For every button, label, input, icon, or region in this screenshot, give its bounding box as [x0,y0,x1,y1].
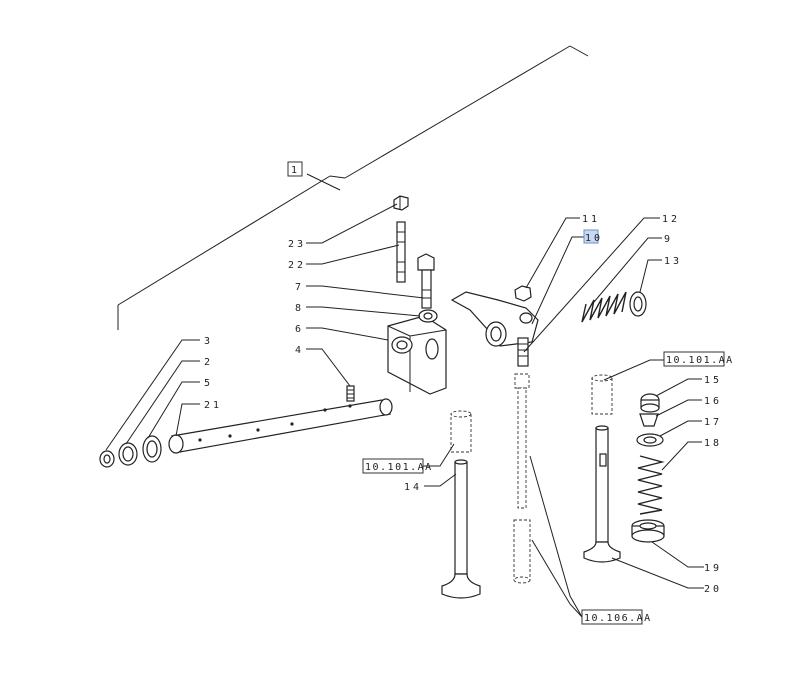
valve-spring-18[interactable] [637,455,665,515]
callout-15[interactable]: 15 [704,375,722,386]
snap-ring-2[interactable] [118,442,138,466]
callout-9[interactable]: 9 [664,234,673,245]
ref-bottom-label: 10.106.AA [584,613,652,624]
callout-18[interactable]: 18 [704,438,722,449]
group-leader-lines [117,45,589,330]
rocker-arm[interactable] [450,291,539,347]
washer-5[interactable] [142,435,162,463]
callout-17[interactable]: 17 [704,417,722,428]
callout-14[interactable]: 14 [404,482,422,493]
valve-guide-right[interactable] [591,374,613,415]
rocker-shaft[interactable] [168,398,393,454]
ref-box-bottom[interactable]: 10.106.AA [581,609,652,625]
valve-20[interactable] [583,425,621,563]
callout-13[interactable]: 13 [664,256,682,267]
callout-labels: 23 22 7 8 6 4 3 2 5 21 11 10 12 9 13 15 … [204,214,722,595]
ring-3[interactable] [99,450,115,468]
callout-12[interactable]: 12 [662,214,680,225]
callout-7[interactable]: 7 [295,282,304,293]
rocker-support-6[interactable] [387,315,447,395]
callout-5[interactable]: 5 [204,378,213,389]
callout-20[interactable]: 20 [704,584,722,595]
collet-16[interactable] [639,413,659,427]
callout-leader-lines [105,203,704,618]
valve-guide-left[interactable] [450,410,472,453]
nut-23[interactable] [393,195,409,211]
stud-22[interactable] [396,221,406,283]
callout-3[interactable]: 3 [204,336,213,347]
valve-14[interactable] [441,459,481,599]
callout-23[interactable]: 23 [288,239,306,250]
ref-box-right[interactable]: 10.101.AA [663,351,734,367]
washer-13[interactable] [629,291,647,317]
retainer-17[interactable] [636,433,664,447]
ref-box-left[interactable]: 10.101.AA [362,458,433,474]
spring-seat-19[interactable] [631,519,665,543]
callout-21[interactable]: 21 [204,400,222,411]
callout-11[interactable]: 11 [582,214,600,225]
cap-15[interactable] [640,393,660,413]
callout-22[interactable]: 22 [288,260,306,271]
spring-9[interactable] [581,291,627,323]
callout-16[interactable]: 16 [704,396,722,407]
push-rod[interactable] [513,373,531,584]
group-ref-label: 1 [291,165,300,176]
adjusting-screw-10[interactable] [517,337,529,367]
callout-2[interactable]: 2 [204,357,213,368]
ref-left-label: 10.101.AA [365,462,433,473]
callout-6[interactable]: 6 [295,324,304,335]
callout-8[interactable]: 8 [295,303,304,314]
screw-7[interactable] [417,253,435,309]
callout-19[interactable]: 19 [704,563,722,574]
group-ref-box[interactable]: 1 [287,161,303,177]
callout-4[interactable]: 4 [295,345,304,356]
ref-right-label: 10.101.AA [666,355,734,366]
set-screw-4[interactable] [346,385,355,402]
callout-10[interactable]: 10 [585,233,603,244]
washer-8[interactable] [418,309,438,323]
callout-10-highlight[interactable] [583,229,599,244]
nut-11[interactable] [514,285,532,302]
